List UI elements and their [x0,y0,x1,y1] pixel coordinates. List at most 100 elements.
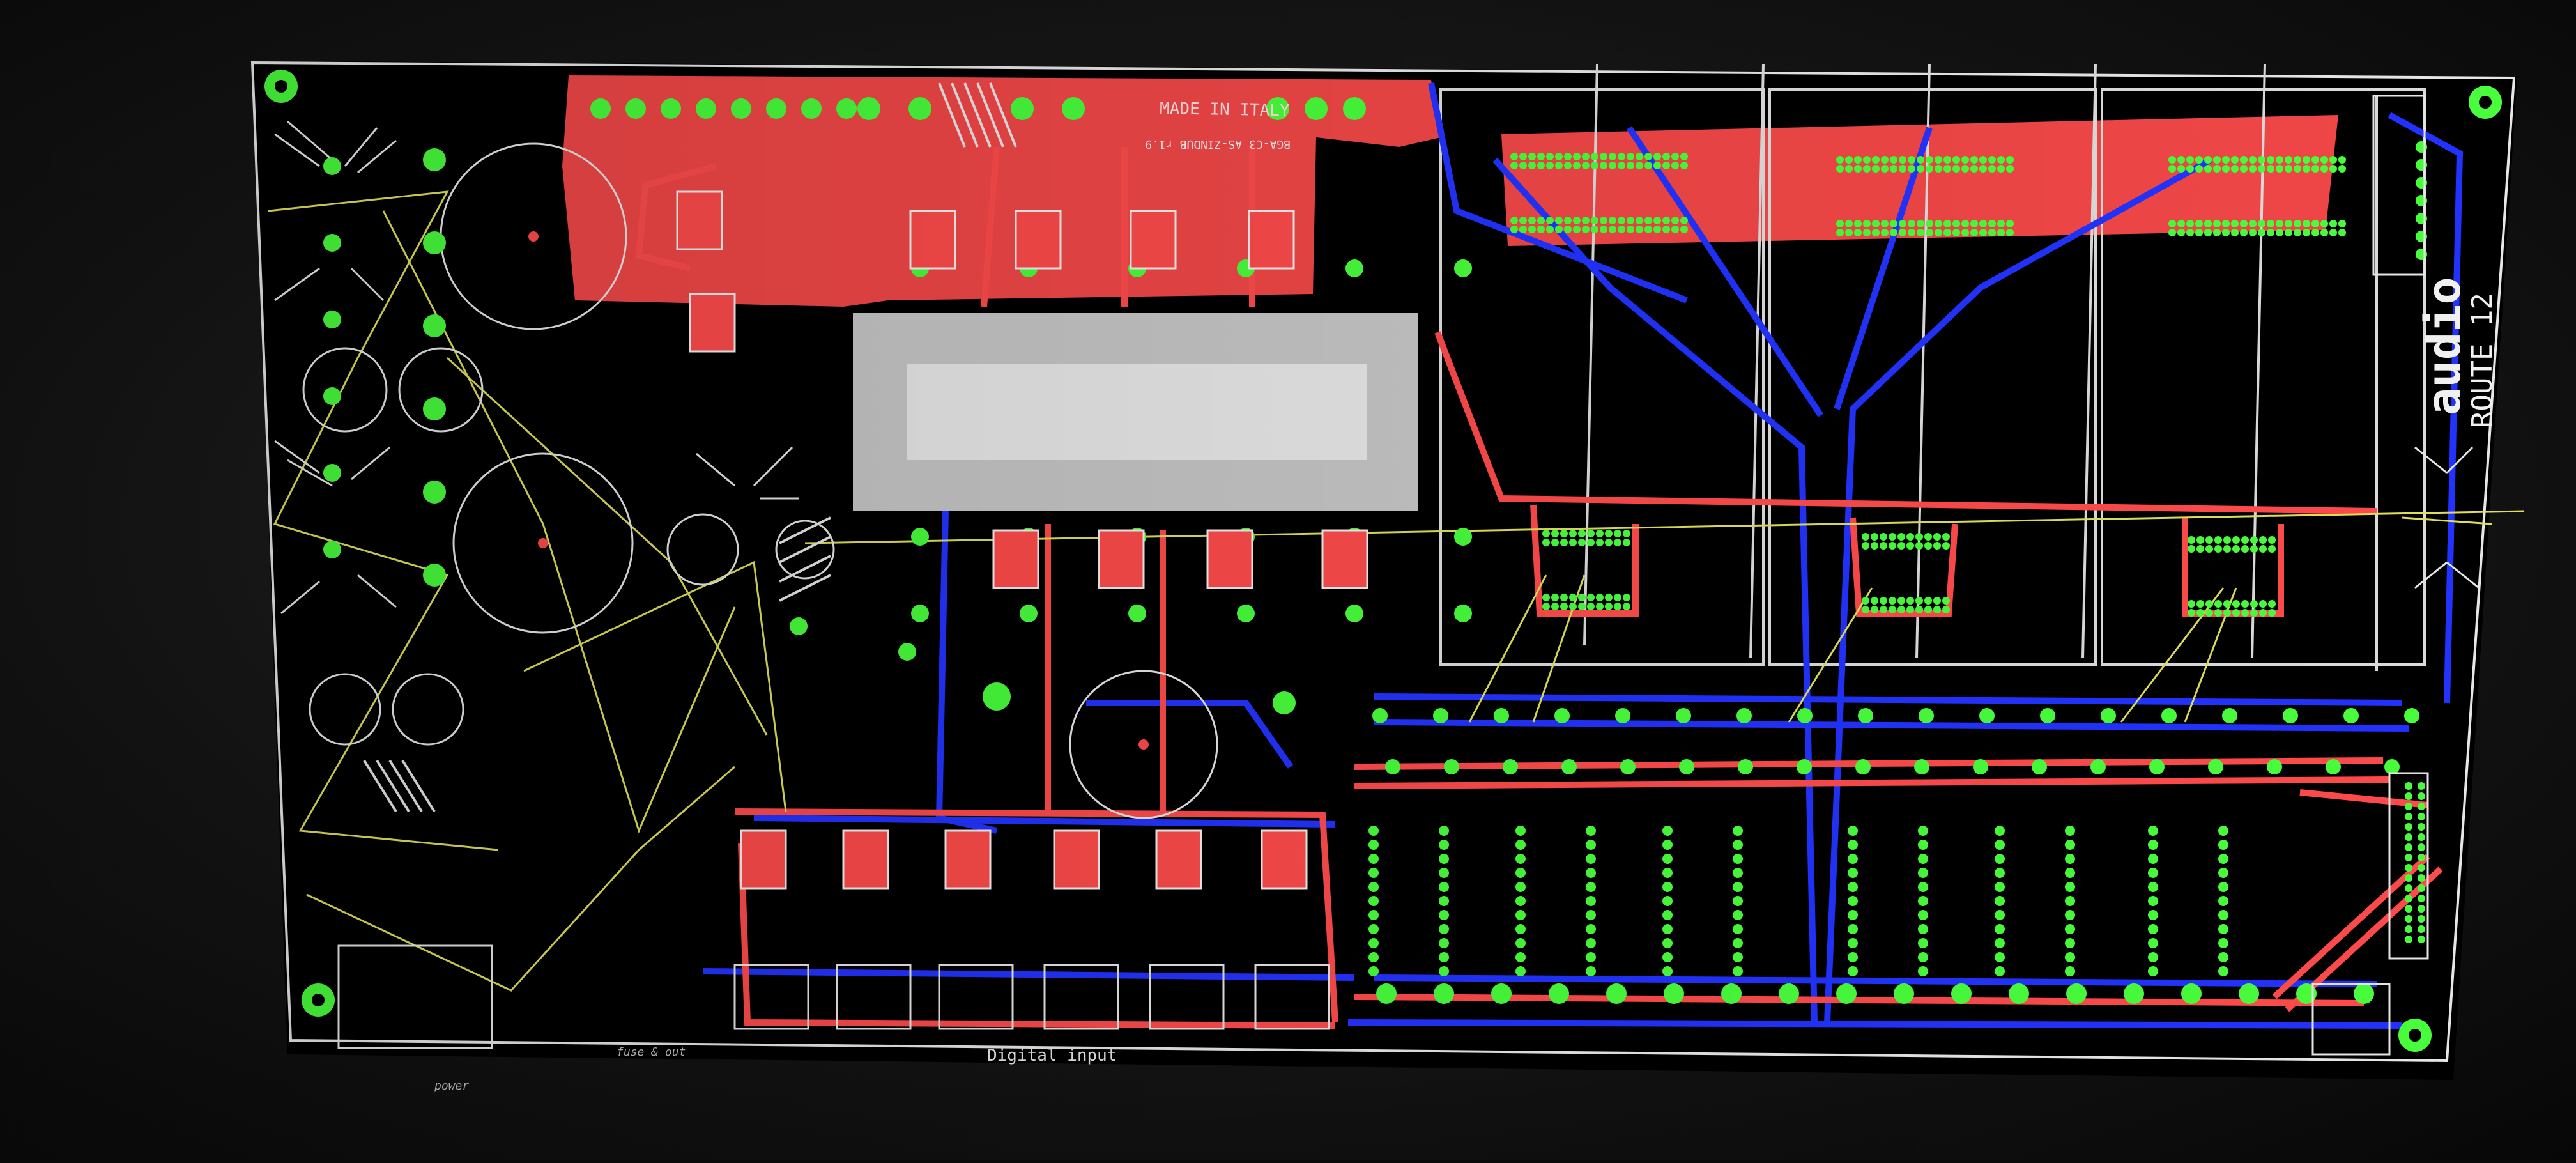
pad [2213,229,2221,236]
pad [1578,530,1586,537]
pad [1871,533,1878,541]
pad [1924,533,1932,541]
pad [1600,162,1607,169]
pad [1889,597,1896,605]
pad [2241,536,2249,544]
pad [1551,603,1559,610]
pad [2204,220,2212,227]
pad [1439,868,1449,878]
model-label: ROUTE 12 [2466,293,2499,428]
pad [2188,545,2195,553]
pad [2268,609,2276,617]
pad [1848,840,1858,850]
pad [1671,226,1679,233]
pad [1926,165,1933,173]
pad [1609,226,1616,233]
pad [1836,229,1844,236]
pad [2218,910,2228,920]
pad [2303,165,2310,173]
pad [1510,162,1518,169]
pad [2186,220,2194,227]
pad [1528,153,1536,160]
pad [1573,217,1581,224]
pad [1618,153,1625,160]
pad [2320,220,2328,227]
pad [1917,229,1924,236]
pad [2418,915,2425,923]
pad [1605,594,1613,601]
pad [590,98,611,119]
pad [801,98,822,119]
pad [2218,924,2228,934]
pad [2343,708,2359,723]
pad [1596,594,1604,601]
pad [1797,708,1813,723]
pad [1933,606,1941,613]
pad [1591,226,1598,233]
pad [1995,896,2005,906]
pad [1560,594,1568,601]
pad [1961,220,1969,227]
pad [1906,542,1914,550]
pad [1961,165,1969,173]
pad [1679,759,1694,774]
pad [2250,609,2258,617]
pad [1970,229,1978,236]
pad [1848,952,1858,962]
pad [1554,708,1570,723]
pad [1736,708,1752,723]
pad [2006,165,2014,173]
pad [2418,792,2425,800]
pad [1587,603,1595,610]
pad [1573,162,1581,169]
pad [2065,952,2075,962]
pad [1890,165,1897,173]
ic-footprint [1053,829,1100,890]
pad [2276,229,2283,236]
pad [1515,910,1526,920]
pad [1952,220,1960,227]
pad [1586,868,1596,878]
pad [1542,603,1550,610]
pad [1915,542,1923,550]
pad [2405,925,2412,933]
pad [1863,165,1871,173]
pad [1605,530,1613,537]
pad [1439,938,1449,948]
pad [1062,97,1085,120]
pad [2218,896,2228,906]
pad [1439,910,1449,920]
pad [2232,545,2240,553]
pad [2066,983,2087,1004]
pad [1881,220,1889,227]
pad [1528,162,1536,169]
pad [2205,536,2213,544]
ic-footprint [1321,529,1368,589]
pad [1863,229,1871,236]
pad [1439,854,1449,864]
pad [1995,882,2005,892]
pad [1578,603,1586,610]
pad [1368,882,1379,892]
pad [1582,153,1590,160]
pad [1924,606,1932,613]
pad [1662,162,1670,169]
pad [1515,840,1526,850]
pad [1614,603,1621,610]
pad [2232,536,2240,544]
pad [1653,226,1661,233]
pad [1627,217,1634,224]
pad [2240,229,2248,236]
pad [1917,165,1924,173]
pad [2149,759,2165,774]
pad [1680,162,1688,169]
pad [1995,910,2005,920]
pad [1564,217,1572,224]
pad [1528,226,1536,233]
pad [2338,229,2346,236]
pad [1871,597,1878,605]
pad [1515,938,1526,948]
pad [1582,217,1590,224]
